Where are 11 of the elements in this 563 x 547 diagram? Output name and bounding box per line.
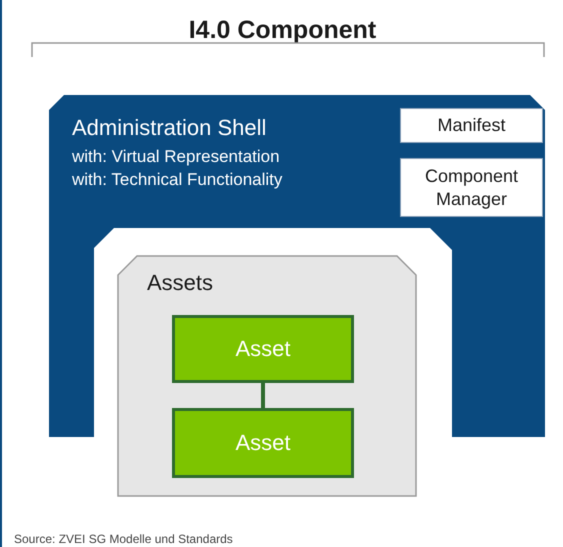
component-box: Manifest: [400, 108, 543, 143]
shell-description: with: Technical Functionality: [72, 169, 282, 191]
connector-line: [261, 383, 265, 408]
shell-heading: Administration Shell: [72, 114, 268, 142]
group-heading: Assets: [147, 269, 214, 297]
shell-description: with: Virtual Representation: [72, 146, 281, 168]
source-caption: Source: ZVEI SG Modelle und Standards: [14, 531, 233, 547]
asset-box: Asset: [172, 408, 354, 478]
asset-box: Asset: [172, 315, 354, 383]
component-box: Component Manager: [400, 158, 543, 217]
title: I4.0 Component: [188, 15, 376, 46]
